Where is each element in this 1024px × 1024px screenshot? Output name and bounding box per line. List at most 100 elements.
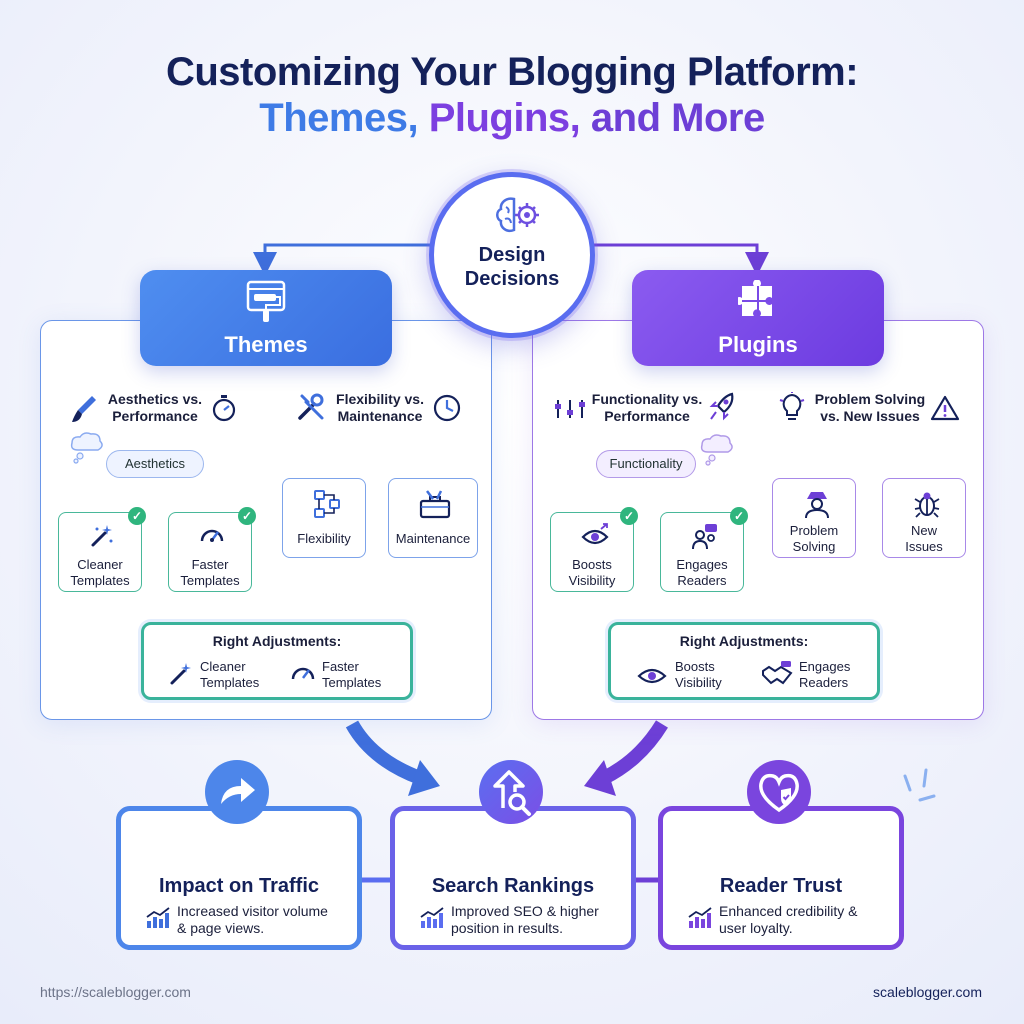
reader-trust-card[interactable]: Reader Trust Enhanced credibility & user… <box>658 806 904 950</box>
search-rankings-card[interactable]: Search Rankings Improved SEO & higher po… <box>390 806 636 950</box>
adj-item-line: Faster <box>322 659 359 674</box>
clock-icon <box>433 394 461 422</box>
node-label-line: Cleaner <box>77 557 123 572</box>
card-description: Increased visitor volume & page views. <box>177 903 328 937</box>
node-label-line: Issues <box>905 539 943 554</box>
subtitle-more: and More <box>590 96 765 140</box>
node-label-line: Readers <box>677 573 727 588</box>
node-label: Boosts Visibility <box>551 557 633 589</box>
functionality-performance-heading: Functionality vs. Performance <box>586 391 708 425</box>
warning-icon <box>930 395 960 421</box>
handshake-icon <box>762 661 793 685</box>
center-label-line1: Design <box>478 244 546 266</box>
check-icon: ✓ <box>620 507 638 525</box>
eye-icon <box>581 523 609 545</box>
adj-title: Right Adjustments: <box>679 633 809 649</box>
magic-wand-icon <box>170 663 191 685</box>
subtitle-plugins: Plugins, <box>428 96 581 140</box>
node-label-line: Boosts <box>572 557 612 572</box>
card-desc-line: Increased visitor volume <box>177 903 328 919</box>
card-desc-line: position in results. <box>451 920 564 936</box>
check-icon: ✓ <box>730 507 748 525</box>
adj-item-cleaner: Cleaner Templates <box>200 659 259 691</box>
tools-icon <box>298 393 324 420</box>
card-title: Reader Trust <box>719 875 843 897</box>
faster-templates-node[interactable]: Faster Templates <box>168 512 252 592</box>
page-title: Customizing Your Blogging Platform: <box>165 50 859 94</box>
themes-header[interactable]: Themes <box>140 270 392 366</box>
node-label: Flexibility <box>297 531 351 546</box>
themes-right-adjustments: Right Adjustments: Cleaner Templates Fas… <box>141 622 413 700</box>
adj-item-line: Templates <box>200 675 260 690</box>
paintbrush-icon <box>72 396 96 422</box>
maintenance-node[interactable]: Maintenance <box>388 478 478 558</box>
impact-traffic-card[interactable]: Impact on Traffic Increased visitor volu… <box>116 806 362 950</box>
growth-chart-icon <box>688 907 712 928</box>
share-arrow-icon <box>221 778 255 804</box>
footer-url-left[interactable]: https://scaleblogger.com <box>40 984 191 1000</box>
check-icon: ✓ <box>238 507 256 525</box>
boosts-visibility-node[interactable]: Boosts Visibility <box>550 512 634 592</box>
node-label-line: Faster <box>191 557 229 572</box>
sliders-icon <box>555 400 585 418</box>
heart-shield-badge <box>747 760 811 824</box>
subtitle-themes: Themes, <box>259 96 419 140</box>
paint-roller-icon <box>246 280 286 322</box>
functionality-pill: Functionality <box>596 450 696 478</box>
node-label: New Issues <box>883 523 965 555</box>
aesthetics-pill: Aesthetics <box>106 450 204 478</box>
engages-readers-node[interactable]: Engages Readers <box>660 512 744 592</box>
footer-url-right[interactable]: scaleblogger.com <box>873 984 982 1000</box>
check-icon: ✓ <box>128 507 146 525</box>
detective-icon <box>805 492 829 519</box>
heading-line: Maintenance <box>337 408 423 424</box>
problem-solving-heading: Problem Solving vs. New Issues <box>810 391 930 425</box>
adj-item-line: Engages <box>799 659 851 674</box>
plugins-right-adjustments: Right Adjustments: Boosts Visibility Eng… <box>608 622 880 700</box>
node-label: Maintenance <box>395 531 471 546</box>
design-decisions-node[interactable]: Design Decisions <box>429 172 595 338</box>
node-label-line: Solving <box>792 539 836 554</box>
puzzle-icon <box>738 280 772 316</box>
card-title: Search Rankings <box>431 875 595 897</box>
rocket-icon <box>709 392 734 421</box>
card-description: Enhanced credibility & user loyalty. <box>719 903 858 937</box>
card-title: Impact on Traffic <box>158 875 320 897</box>
card-desc-line: user loyalty. <box>719 920 793 936</box>
card-desc-line: Enhanced credibility & <box>719 903 858 919</box>
adj-item-faster: Faster Templates <box>322 659 381 691</box>
problem-solving-node[interactable]: Problem Solving <box>772 478 856 558</box>
share-arrow-badge <box>205 760 269 824</box>
heading-line: Flexibility vs. <box>336 391 424 407</box>
heart-shield-icon <box>759 773 799 813</box>
heading-line: Performance <box>112 408 198 424</box>
cleaner-templates-node[interactable]: Cleaner Templates <box>58 512 142 592</box>
node-label: Engages Readers <box>661 557 743 589</box>
heading-line: Performance <box>604 408 690 424</box>
flexibility-maintenance-heading: Flexibility vs. Maintenance <box>330 391 430 425</box>
growth-chart-icon <box>146 907 170 928</box>
thought-cloud-icon <box>700 434 733 466</box>
chat-people-icon <box>692 524 717 550</box>
adj-item-visibility: Boosts Visibility <box>675 659 722 691</box>
lightbulb-icon <box>779 392 805 420</box>
node-label: Faster Templates <box>169 557 251 589</box>
node-label-line: Problem <box>789 523 839 538</box>
card-description: Improved SEO & higher position in result… <box>451 903 599 937</box>
flexibility-node[interactable]: Flexibility <box>282 478 366 558</box>
heading-line: Problem Solving <box>814 391 926 407</box>
stopwatch-icon <box>212 395 236 422</box>
heading-line: Aesthetics vs. <box>107 391 203 407</box>
search-up-badge <box>479 760 543 824</box>
adj-item-engages: Engages Readers <box>799 659 850 691</box>
adj-title: Right Adjustments: <box>212 633 342 649</box>
eye-icon <box>637 668 667 684</box>
page-subtitle: Themes, Plugins, and More <box>0 96 1024 141</box>
brain-gear-icon <box>496 197 539 232</box>
plugins-header[interactable]: Plugins <box>632 270 884 366</box>
node-label-line: New <box>910 523 937 538</box>
flowchart-icon <box>314 490 340 518</box>
aesthetics-performance-heading: Aesthetics vs. Performance <box>100 391 210 425</box>
adj-item-line: Cleaner <box>200 659 246 674</box>
new-issues-node[interactable]: New Issues <box>882 478 966 558</box>
